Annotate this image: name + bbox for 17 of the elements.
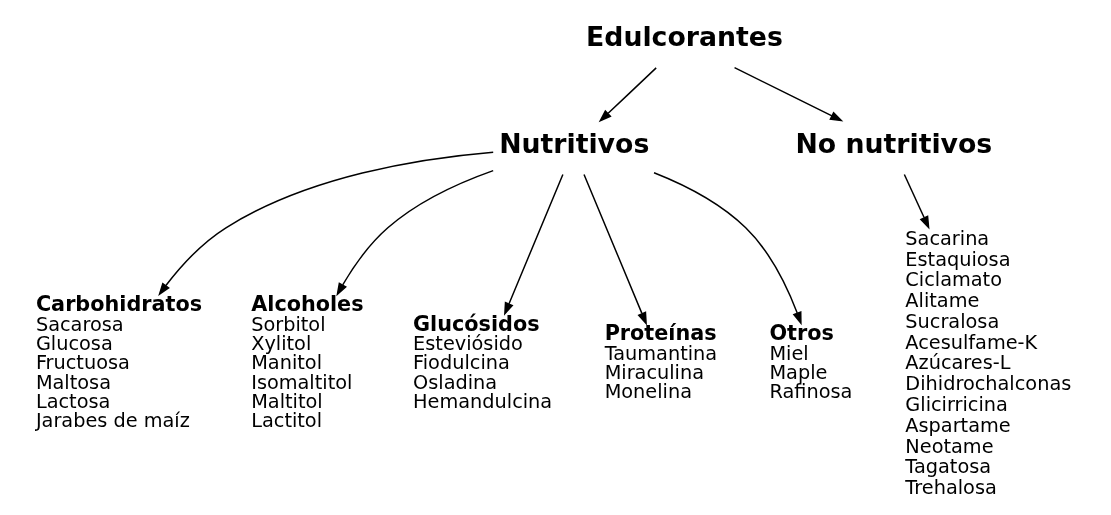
node-text: Carbohidratos Sacarosa Glucosa Fructuosa Maltosa Lactosa Jarabes de maíz xyxy=(35,292,202,433)
node-text: Nutritivos xyxy=(498,127,649,159)
arrow xyxy=(733,66,843,122)
arrow xyxy=(335,169,494,297)
arrow xyxy=(903,173,930,230)
arrow xyxy=(503,173,564,316)
arrow xyxy=(157,151,494,296)
node-text: Glucósidos Esteviósido Fiodulcina Osladina Hemandulcina xyxy=(412,311,552,414)
node-text: Alcoholes Sorbitol Xylitol Manitol Isomaltitol Maltitol Lactitol xyxy=(250,292,364,433)
node-text: Sacarina Estaquiosa Ciclamato Alitame Sucralosa Acesulfame-K Azúcares-L Dihidrochalconas Glicirricina Aspartame Neotame Tagatosa Trehalosa xyxy=(904,226,1071,500)
arrow xyxy=(582,173,647,326)
arrow xyxy=(598,67,657,123)
node-text: Otros Miel Maple Rafinosa xyxy=(768,321,852,404)
node-text: No nutritivos xyxy=(794,127,992,159)
node-text: Proteínas Taumantina Miraculina Monelina xyxy=(604,321,717,404)
arrow xyxy=(652,172,802,326)
node-text: Edulcorantes xyxy=(585,20,783,52)
